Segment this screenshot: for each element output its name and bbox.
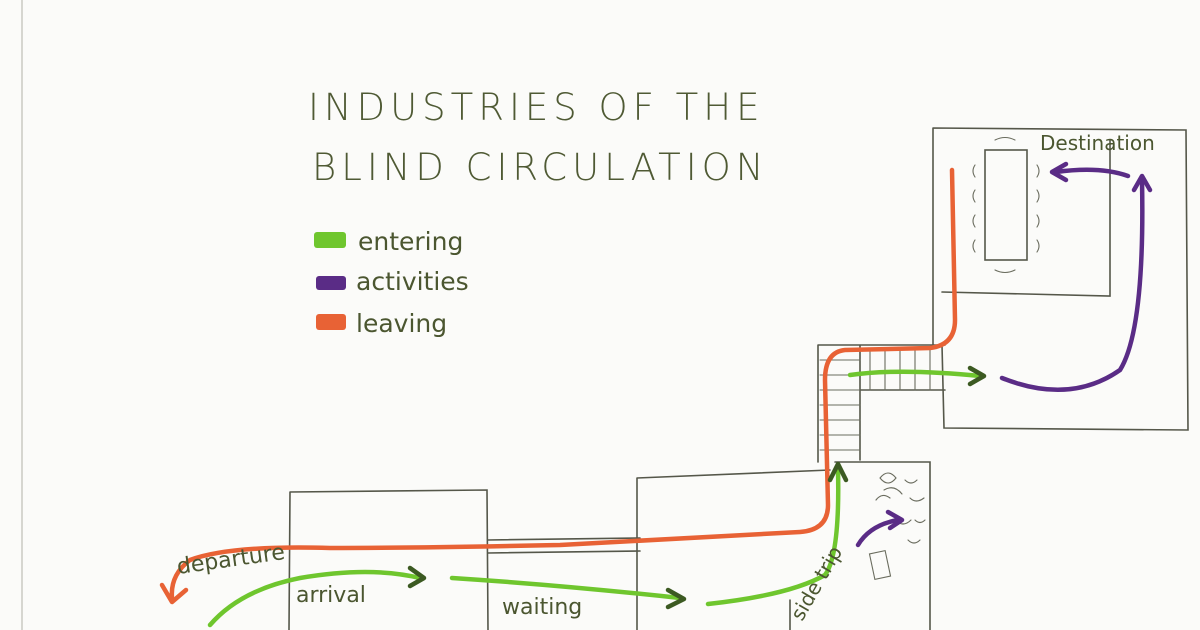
room-waiting	[487, 537, 641, 554]
room-side-trip	[789, 461, 931, 630]
activities-side-trip-arrowhead	[885, 509, 905, 531]
activities-table-arrowhead	[1049, 161, 1069, 183]
label-departure: departure	[175, 540, 286, 580]
label-arrival: arrival	[296, 583, 366, 608]
legend-swatch-entering	[314, 232, 346, 248]
room-middle	[636, 469, 831, 630]
conference-chairs	[972, 136, 1040, 274]
room-destination-inner	[941, 139, 1111, 297]
stair-treads-vertical	[819, 359, 861, 451]
legend-label-activities: activities	[356, 267, 469, 296]
activities-route-side-trip	[855, 517, 901, 548]
entering-waiting-arrowhead	[665, 587, 687, 610]
stair-block	[817, 344, 946, 463]
label-side-trip: side trip	[786, 542, 848, 625]
room-destination	[932, 127, 1189, 431]
entering-route-arrival	[207, 569, 423, 628]
legend-label-entering: entering	[358, 227, 463, 256]
entering-stair-arrowhead	[827, 461, 849, 483]
activities-route-destination	[999, 177, 1145, 392]
legend-label-leaving: leaving	[356, 309, 447, 338]
leaving-route	[169, 167, 958, 601]
floor-plan	[288, 127, 1189, 630]
legend-swatch-leaving	[316, 314, 346, 330]
leaving-arrowhead	[159, 582, 189, 605]
bench-icon	[868, 549, 892, 581]
conference-table	[984, 149, 1028, 261]
entering-arrival-arrowhead	[407, 565, 427, 589]
activities-destination-arrowhead	[1131, 173, 1153, 193]
title-line-2: BLIND CIRCULATION	[312, 146, 768, 189]
entering-route-stair	[705, 467, 841, 607]
room-arrival	[288, 489, 489, 630]
entering-destination-arrowhead	[967, 365, 987, 387]
legend: entering activities leaving	[314, 227, 469, 338]
activities-route-table	[1053, 167, 1131, 179]
plant-icons	[875, 472, 926, 544]
title-line-1: INDUSTRIES OF THE	[308, 86, 764, 129]
label-destination: Destination	[1040, 131, 1155, 155]
label-waiting: waiting	[502, 595, 582, 620]
entering-route-destination	[847, 369, 983, 379]
legend-swatch-activities	[316, 276, 346, 290]
entering-route-waiting	[449, 575, 683, 601]
